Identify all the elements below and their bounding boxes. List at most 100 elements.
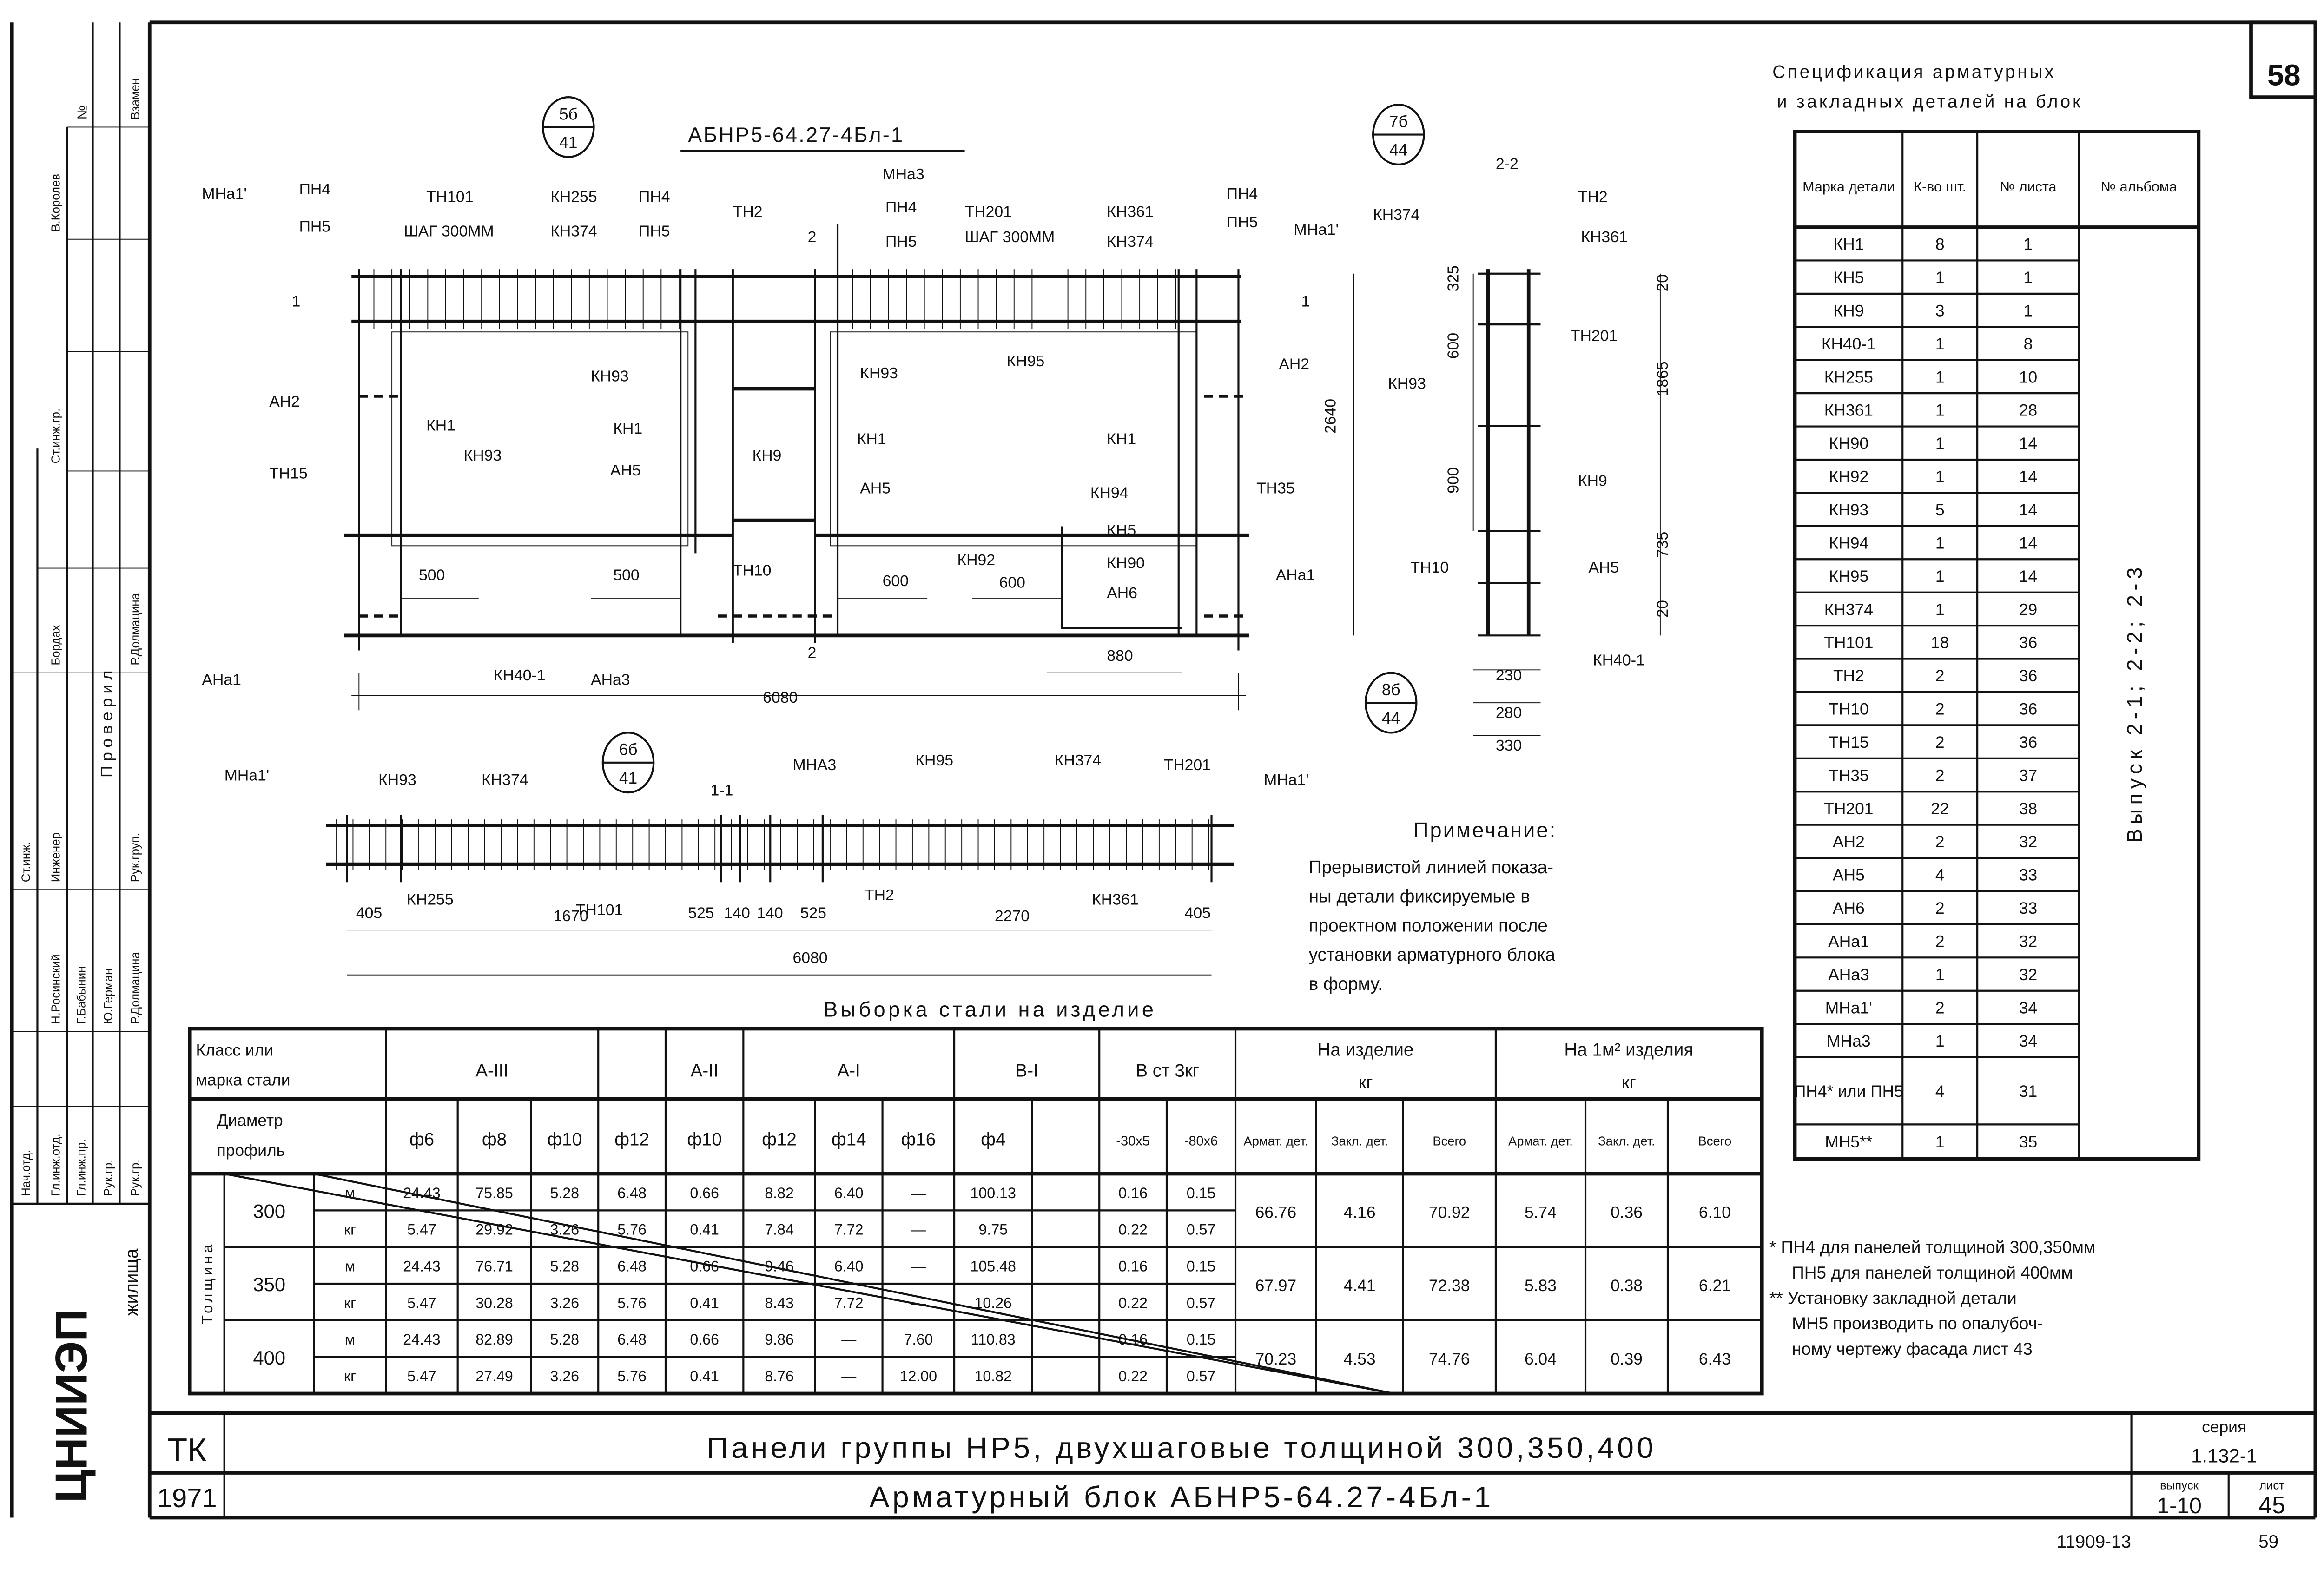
steel-value: 9.46 bbox=[765, 1258, 794, 1274]
detail-mark: МНа3 bbox=[1827, 1032, 1870, 1050]
drawing-label: 1670 bbox=[554, 907, 588, 925]
plan-view bbox=[326, 815, 1234, 976]
steel-value: 10.26 bbox=[974, 1294, 1011, 1311]
sheet-number: 35 bbox=[2019, 1133, 2037, 1151]
steel-value: 5.28 bbox=[550, 1185, 579, 1201]
stamp-upper-name: В.Королев bbox=[50, 174, 63, 232]
total-value: 0.38 bbox=[1611, 1277, 1643, 1295]
detail-quantity: 1 bbox=[1935, 1133, 1945, 1151]
drawing-label: ТН10 bbox=[733, 562, 772, 580]
detail-quantity: 1 bbox=[1935, 435, 1945, 453]
drawing-label: МНа3 bbox=[883, 165, 924, 183]
drawing-label: ПН5 bbox=[885, 233, 917, 251]
detail-quantity: 1 bbox=[1935, 966, 1945, 984]
detail-mark: АНа1 bbox=[1828, 932, 1869, 950]
steel-value: 0.15 bbox=[1187, 1185, 1216, 1201]
drawing-label: МНа1' bbox=[1294, 221, 1339, 238]
sheet-number: 34 bbox=[2019, 1032, 2037, 1050]
footnote: ** Установку закладной детали bbox=[1769, 1288, 2017, 1307]
drawing-label: 735 bbox=[1654, 532, 1671, 558]
sheet-number: 32 bbox=[2019, 932, 2037, 950]
total-value: 6.43 bbox=[1699, 1350, 1731, 1368]
detail-mark: КН95 bbox=[1829, 567, 1869, 586]
drawing-label: ТН35 bbox=[1256, 480, 1295, 497]
total-value: 6.10 bbox=[1699, 1203, 1731, 1221]
steel-value: 0.66 bbox=[690, 1331, 719, 1348]
drawing-label: КН361 bbox=[1107, 203, 1153, 221]
sheet-number: 38 bbox=[2019, 800, 2037, 818]
total-value: 72.38 bbox=[1429, 1277, 1470, 1295]
detail-quantity: 1 bbox=[1935, 1032, 1945, 1050]
callout-top: 6б bbox=[619, 741, 638, 759]
drawing-label: ПН5 bbox=[299, 218, 330, 236]
unit-label: м bbox=[345, 1185, 355, 1201]
stamp-name: Ю.Герман bbox=[102, 969, 115, 1024]
drawing-label: КН9 bbox=[1578, 472, 1607, 490]
drawing-label: 325 bbox=[1444, 265, 1462, 291]
archive-code: 11909-13 bbox=[2057, 1532, 2131, 1552]
drawing-label: ПН5 bbox=[1227, 213, 1258, 231]
drawing-label: АН5 bbox=[1588, 559, 1619, 576]
drawing-label: КН1 bbox=[1107, 430, 1136, 448]
drawing-label: ПН4 bbox=[1227, 185, 1258, 203]
drawing-label: 900 bbox=[1444, 467, 1462, 493]
drawing-label: КН1 bbox=[426, 417, 456, 435]
steel-value: 75.85 bbox=[475, 1185, 513, 1201]
footnote: ному чертежу фасада лист 43 bbox=[1792, 1339, 2033, 1358]
stamp-role: Рук.гр. bbox=[102, 1160, 115, 1196]
steel-value: 82.89 bbox=[475, 1331, 513, 1348]
spec-header: № листа bbox=[2000, 179, 2057, 195]
detail-quantity: 2 bbox=[1935, 700, 1945, 719]
steel-value: 105.48 bbox=[971, 1258, 1016, 1274]
spec-header: К-во шт. bbox=[1914, 179, 1966, 195]
total-header: Всего bbox=[1433, 1134, 1466, 1148]
detail-mark: ТН101 bbox=[1824, 634, 1873, 652]
drawing-label: КН9 bbox=[753, 447, 782, 464]
steel-value: 0.15 bbox=[1187, 1258, 1216, 1274]
steel-value: 5.47 bbox=[407, 1368, 436, 1385]
steel-value: 5.28 bbox=[550, 1331, 579, 1348]
stamp-upper-role: Проверил bbox=[98, 666, 116, 778]
callout-top: 8б bbox=[1382, 681, 1400, 699]
drawing-label: КН94 bbox=[1090, 484, 1129, 501]
drawing-label: АН5 bbox=[860, 480, 891, 497]
steel-value: 9.86 bbox=[765, 1331, 794, 1348]
drawing-label: 500 bbox=[419, 566, 445, 584]
steel-value: 0.22 bbox=[1118, 1221, 1148, 1238]
detail-mark: КН374 bbox=[1824, 600, 1873, 619]
note-line: в форму. bbox=[1309, 974, 1383, 994]
unit-label: кг bbox=[344, 1294, 356, 1311]
steel-value: 6.40 bbox=[834, 1258, 864, 1274]
drawing-label: ПН4 bbox=[299, 180, 330, 198]
detail-mark: КН361 bbox=[1824, 402, 1873, 420]
drawing-label: КН93 bbox=[860, 364, 898, 382]
series-label: серия bbox=[2202, 1418, 2246, 1436]
drawing-label: ТН201 bbox=[965, 203, 1012, 221]
total-header: Армат. дет. bbox=[1243, 1134, 1308, 1148]
diameter: ф4 bbox=[981, 1129, 1005, 1149]
stamp-upper-name: Ст.инж.гр. bbox=[50, 409, 63, 463]
total-value: 4.53 bbox=[1344, 1350, 1376, 1368]
diameter: -30х5 bbox=[1116, 1134, 1149, 1148]
drawing-label: МНа1' bbox=[202, 185, 247, 203]
drawing-label: 500 bbox=[613, 566, 639, 584]
diameter: ф10 bbox=[547, 1129, 582, 1149]
steel-value: 5.76 bbox=[617, 1294, 647, 1311]
sheet-number: 36 bbox=[2019, 634, 2037, 652]
detail-mark: КН1 bbox=[1833, 236, 1864, 254]
drawing-label: КН93 bbox=[1388, 375, 1426, 392]
footnote: ПН5 для панелей толщиной 400мм bbox=[1792, 1263, 2073, 1282]
steel-value: 6.48 bbox=[617, 1258, 647, 1274]
total-value: 67.97 bbox=[1255, 1277, 1297, 1295]
steel-table-title: Выборка стали на изделие bbox=[824, 998, 1156, 1022]
detail-mark: АН2 bbox=[1833, 833, 1865, 851]
